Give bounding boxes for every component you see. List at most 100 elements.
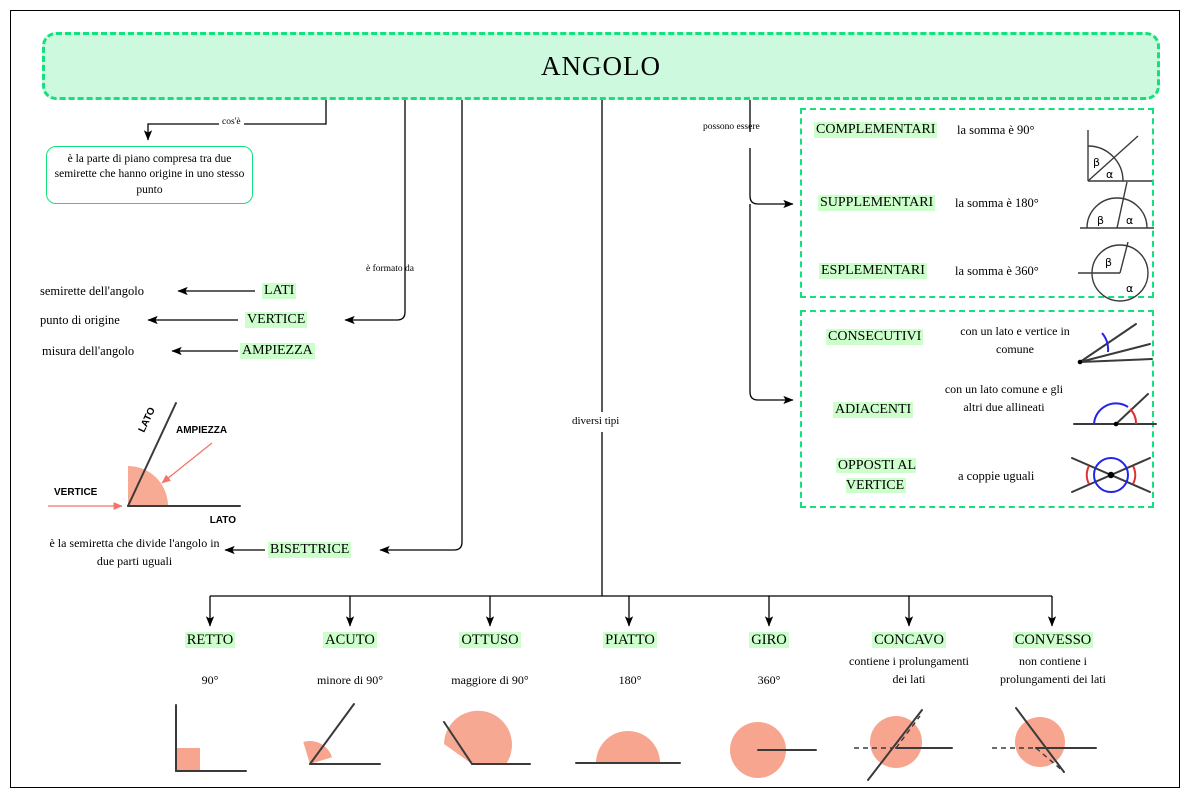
type-term-label: GIRO — [749, 632, 789, 648]
type-term-ottuso[interactable]: OTTUSO — [430, 631, 550, 649]
type-desc-ottuso: maggiore di 90° — [420, 671, 560, 689]
right-angle-icon — [175, 704, 247, 772]
pair-term-label: ADIACENTI — [833, 402, 914, 418]
type-desc-label: 90° — [201, 673, 219, 687]
component-meaning-lati: semirette dell'angolo — [40, 282, 144, 300]
page-title: ANGOLO — [541, 50, 661, 81]
component-term-vertice[interactable]: VERTICE — [245, 310, 308, 330]
angle-side-oblique — [127, 402, 177, 507]
pair-term-label: ESPLEMENTARI — [819, 263, 927, 279]
type-desc-piatto: 180° — [570, 671, 690, 689]
angle-figure-vertice-label: VERTICE — [54, 487, 98, 498]
type-term-label: OTTUSO — [459, 632, 521, 648]
type-term-label: RETTO — [184, 632, 236, 648]
svg-text:β: β — [1097, 214, 1104, 227]
connector-label-cose: cos'è — [219, 117, 244, 127]
type-desc-label: contiene i prolungamenti dei lati — [849, 654, 969, 686]
type-desc-label: 360° — [757, 673, 781, 687]
type-desc-convesso: non contiene i prolungamenti dei lati — [990, 652, 1116, 688]
pair-desc-esplementari: la somma è 360° — [955, 262, 1039, 280]
component-meaning-label: misura dell'angolo — [42, 343, 135, 358]
type-term-convesso[interactable]: CONVESSO — [990, 631, 1116, 649]
pair-term-supplementari[interactable]: SUPPLEMENTARI — [818, 193, 936, 213]
pair-desc-label: la somma è 360° — [955, 263, 1039, 278]
bisettrice-meaning-label: è la semiretta che divide l'angolo in du… — [49, 536, 220, 568]
component-term-label: LATI — [262, 283, 297, 299]
pair-desc-complementari: la somma è 90° — [957, 121, 1035, 139]
definition-box[interactable]: è la parte di piano compresa tra due sem… — [46, 146, 253, 204]
pair-term-opposti-al-vertice[interactable]: OPPOSTI AL VERTICE — [828, 456, 924, 497]
convex-angle-icon — [992, 707, 1097, 773]
pair-desc-label: la somma è 180° — [955, 195, 1039, 210]
full-angle-icon — [730, 722, 817, 778]
bisettrice-meaning: è la semiretta che divide l'angolo in du… — [42, 534, 227, 570]
type-desc-label: non contiene i prolungamenti dei lati — [1000, 654, 1106, 686]
type-term-acuto[interactable]: ACUTO — [290, 631, 410, 649]
pair-desc-consecutivi: con un lato e vertice in comune — [955, 322, 1075, 358]
vertical-angles-icon — [1071, 457, 1151, 493]
angle-figure-ampiezza-label: AMPIEZZA — [176, 425, 227, 436]
svg-text:α: α — [1126, 282, 1133, 295]
complementary-angles-icon: β α — [1087, 130, 1152, 182]
connector-label-possono-essere: possono essere — [703, 122, 760, 132]
pair-term-label: CONSECUTIVI — [826, 329, 924, 345]
obtuse-angle-icon — [443, 710, 531, 765]
pair-desc-opposti: a coppie uguali — [958, 467, 1034, 485]
type-term-label: PIATTO — [603, 632, 657, 648]
type-term-retto[interactable]: RETTO — [150, 631, 270, 649]
type-desc-giro: 360° — [712, 671, 826, 689]
angle-fill-sector — [128, 466, 168, 506]
bisettrice-term[interactable]: BISETTRICE — [268, 540, 352, 560]
component-meaning-label: punto di origine — [40, 312, 120, 327]
explementary-angles-icon: β α — [1078, 241, 1149, 302]
pair-desc-adiacenti: con un lato comune e gli altri due allin… — [938, 380, 1070, 416]
pair-desc-label: con un lato e vertice in comune — [960, 324, 1070, 356]
definition-text: è la parte di piano compresa tra due sem… — [54, 153, 245, 196]
adjacent-angles-icon — [1073, 393, 1157, 427]
type-term-label: CONCAVO — [872, 632, 946, 648]
ampiezza-pointer — [161, 442, 213, 484]
component-term-ampiezza[interactable]: AMPIEZZA — [240, 341, 315, 361]
pair-term-esplementari[interactable]: ESPLEMENTARI — [819, 261, 927, 281]
type-desc-label: maggiore di 90° — [451, 673, 529, 687]
type-desc-acuto: minore di 90° — [286, 671, 414, 689]
connector-label-diversi-tipi: diversi tipi — [568, 415, 624, 427]
svg-text:α: α — [1106, 168, 1113, 181]
type-desc-concavo: contiene i prolungamenti dei lati — [848, 652, 970, 688]
pair-term-label: COMPLEMENTARI — [814, 122, 938, 138]
pair-term-consecutivi[interactable]: CONSECUTIVI — [826, 327, 924, 347]
type-term-giro[interactable]: GIRO — [712, 631, 826, 649]
pair-desc-label: la somma è 90° — [957, 122, 1035, 137]
pair-term-complementari[interactable]: COMPLEMENTARI — [814, 120, 938, 140]
component-meaning-ampiezza: misura dell'angolo — [42, 342, 134, 360]
pair-term-adiacenti[interactable]: ADIACENTI — [833, 400, 914, 420]
straight-angle-icon — [575, 731, 681, 764]
acute-angle-icon — [303, 703, 381, 765]
group-angle-pairs-by-position — [800, 310, 1154, 508]
component-term-label: AMPIEZZA — [240, 343, 315, 359]
diagram-frame — [10, 10, 1180, 788]
type-term-piatto[interactable]: PIATTO — [570, 631, 690, 649]
component-meaning-label: semirette dell'angolo — [40, 283, 144, 298]
type-term-label: CONVESSO — [1012, 632, 1094, 648]
type-desc-label: 180° — [618, 673, 642, 687]
root-node-angolo[interactable]: ANGOLO — [42, 32, 1160, 100]
pair-desc-supplementari: la somma è 180° — [955, 194, 1039, 212]
type-desc-retto: 90° — [150, 671, 270, 689]
pair-term-label: SUPPLEMENTARI — [818, 195, 936, 211]
svg-text:β: β — [1105, 256, 1112, 269]
bisettrice-term-label: BISETTRICE — [268, 542, 352, 558]
pair-desc-label: con un lato comune e gli altri due allin… — [944, 382, 1064, 414]
svg-text:α: α — [1126, 214, 1133, 227]
type-desc-label: minore di 90° — [316, 673, 384, 687]
supplementary-angles-icon: β α — [1080, 181, 1154, 229]
component-term-lati[interactable]: LATI — [262, 281, 297, 301]
type-term-concavo[interactable]: CONCAVO — [848, 631, 970, 649]
connector-label-e-formato-da: è formato da — [366, 264, 415, 274]
angle-figure-lato-label-bottom: LATO — [210, 515, 237, 526]
pair-desc-label: a coppie uguali — [958, 468, 1035, 483]
component-meaning-vertice: punto di origine — [40, 311, 120, 329]
component-term-label: VERTICE — [245, 312, 308, 328]
